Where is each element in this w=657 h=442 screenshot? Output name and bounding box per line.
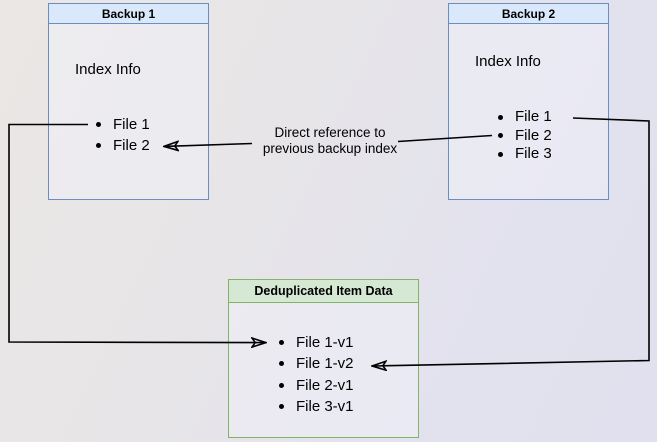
list-item: File 2 [90,135,150,156]
list-item: File 2-v1 [273,375,354,396]
annotation-line2: previous backup index [262,140,398,156]
dedup-title: Deduplicated Item Data [229,280,418,303]
backup2-title: Backup 2 [449,4,608,24]
backup2-box: Backup 2 [448,3,609,200]
list-item: File 3 [492,145,552,164]
backup2-file-list: File 1 File 2 File 3 [492,108,552,164]
list-item: File 1 [492,108,552,127]
backup1-file-list: File 1 File 2 [90,114,150,156]
backup1-title: Backup 1 [49,4,208,24]
list-item: File 1 [90,114,150,135]
annotation-line1: Direct reference to [274,125,386,140]
list-item: File 2 [492,127,552,146]
list-item: File 1-v1 [273,332,354,353]
dedup-file-list: File 1-v1 File 1-v2 File 2-v1 File 3-v1 [273,332,354,417]
list-item: File 3-v1 [273,396,354,417]
list-item: File 1-v2 [273,353,354,374]
direct-reference-annotation: Direct reference to previous backup inde… [240,125,420,156]
backup1-box: Backup 1 [48,3,209,200]
backup1-index-info-label: Index Info [75,61,141,78]
backup2-index-info-label: Index Info [475,53,541,70]
